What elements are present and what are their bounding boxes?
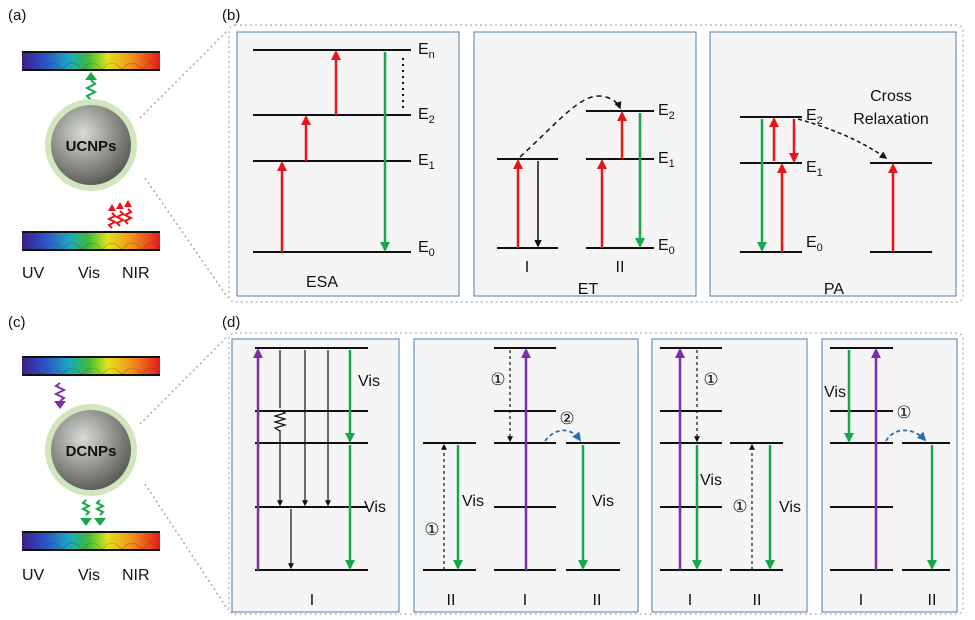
level-e0-esa: E0 — [418, 239, 435, 259]
step-1-d3-bottom: ① — [732, 497, 747, 516]
vis-label-d4: Vis — [824, 384, 846, 401]
vis-label-d3-right: Vis — [779, 499, 801, 516]
schematic-a: UCNPs UV Vis NIR — [21, 51, 161, 282]
schematic-c: DCNPs UV Vis NIR — [21, 356, 161, 584]
d2-roman-1: I — [523, 592, 527, 609]
spectrum-bar-bottom-a — [22, 232, 160, 250]
panel-label-c: (c) — [8, 314, 26, 331]
level-en: En — [418, 41, 435, 61]
green-emission-wave-a — [84, 79, 98, 101]
panel-esa: En E2 E1 E0 ESA — [236, 31, 460, 297]
uv-label-a: UV — [22, 265, 45, 282]
spectrum-bar-top-c — [22, 357, 160, 375]
vis-label-c: Vis — [78, 567, 100, 584]
d2-roman-2-left: II — [447, 592, 456, 609]
red-excitation-waves-a — [106, 208, 134, 229]
ucnps-sphere — [51, 105, 131, 185]
pa-label: PA — [824, 281, 844, 298]
level-e1-pa: E1 — [806, 159, 823, 179]
d3-roman-2: II — [753, 592, 762, 609]
d2-roman-2-right: II — [593, 592, 602, 609]
et-label: ET — [578, 281, 599, 298]
et-roman-2: II — [616, 259, 625, 276]
spectrum-bar-bottom-c — [22, 532, 160, 550]
dcnps-label: DCNPs — [66, 443, 117, 460]
ucnps-label: UCNPs — [66, 138, 117, 155]
level-e0-pa: E0 — [806, 234, 823, 254]
dcnps-sphere — [51, 410, 131, 490]
cross-relaxation-line1: Cross — [870, 88, 912, 105]
vis-label-d2-right: Vis — [592, 493, 614, 510]
panel-label-a: (a) — [8, 7, 26, 24]
level-e1-et: E1 — [658, 150, 675, 170]
panel-d3: ① Vis I ① Vis II — [651, 338, 808, 613]
d4-roman-2: II — [928, 592, 937, 609]
et-roman-1: I — [525, 259, 529, 276]
level-e0-et: E0 — [658, 237, 675, 257]
level-e2-pa: E2 — [806, 107, 823, 127]
d4-roman-1: I — [859, 592, 863, 609]
panel-d4: Vis ① I II — [821, 338, 958, 613]
nir-label-c: NIR — [122, 567, 150, 584]
d1-roman-1: I — [310, 592, 314, 609]
step-1-d3-top: ① — [703, 370, 718, 389]
d3-roman-1: I — [688, 592, 692, 609]
step-1-d2-mid: ① — [490, 370, 505, 389]
step-2-d2: ② — [559, 409, 574, 428]
step-1-d4: ① — [896, 403, 911, 422]
vis-label-d1-top: Vis — [358, 373, 380, 390]
nir-label-a: NIR — [122, 265, 150, 282]
cross-relaxation-line2: Relaxation — [853, 111, 929, 128]
level-e2-et: E2 — [658, 102, 675, 122]
vis-label-d3-left: Vis — [700, 472, 722, 489]
vis-label-d2-left: Vis — [462, 493, 484, 510]
level-e1-esa: E1 — [418, 152, 435, 172]
green-emission-waves-c — [80, 499, 106, 516]
vis-label-d1-mid: Vis — [364, 499, 386, 516]
level-e2-esa: E2 — [418, 106, 435, 126]
frame-d — [228, 332, 964, 615]
purple-excitation-wave-c — [53, 382, 67, 402]
panel-et: E2 E1 E0 I II ET — [473, 31, 697, 298]
step-1-d2-left: ① — [424, 520, 439, 539]
frame-b — [228, 24, 964, 303]
esa-label: ESA — [306, 274, 338, 291]
panel-pa: E2 E1 E0 Cross Relaxation PA — [709, 31, 957, 298]
vis-label-a: Vis — [78, 265, 100, 282]
uv-label-c: UV — [22, 567, 45, 584]
panel-label-d: (d) — [222, 314, 240, 331]
panel-d1: Vis Vis I — [231, 338, 400, 613]
spectrum-bar-top-a — [22, 52, 160, 70]
panel-label-b: (b) — [222, 7, 240, 24]
panel-d2: ① Vis II ① ② I Vis II — [413, 338, 639, 613]
